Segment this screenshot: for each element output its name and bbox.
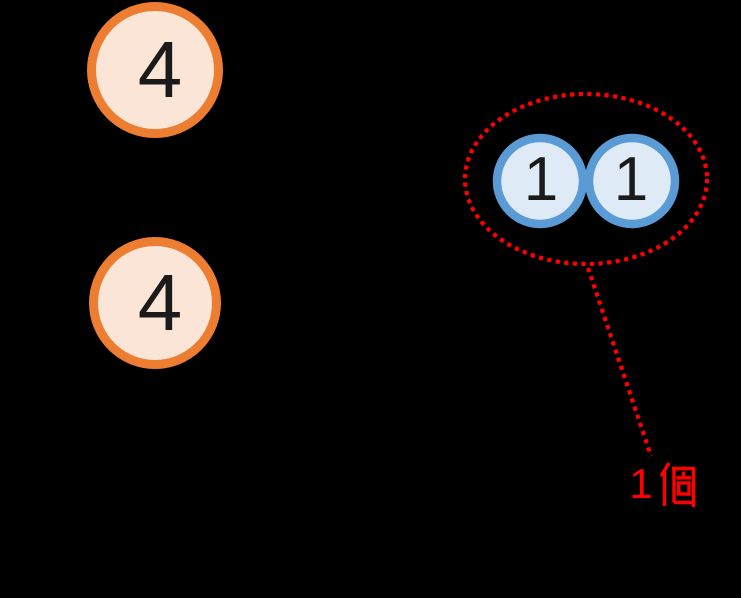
orange-circle-top: [87, 2, 223, 138]
orange-circle-bottom-label: 4: [138, 258, 183, 347]
blue-circle-right: [584, 133, 680, 229]
orange-circle-top-label: 4: [138, 25, 183, 114]
red-dotted-leader-line: [586, 267, 653, 457]
blue-circle-left-label: 1: [524, 145, 558, 214]
blue-circle-right-label: 1: [614, 145, 648, 214]
blue-circle-left: [492, 133, 588, 229]
kanji-ko-glyph: [659, 462, 696, 507]
orange-circle-bottom: [89, 237, 221, 369]
red-dotted-ellipse: [462, 91, 710, 267]
annotation-label: 1: [629, 460, 696, 507]
annotation-digit: 1: [629, 460, 652, 507]
